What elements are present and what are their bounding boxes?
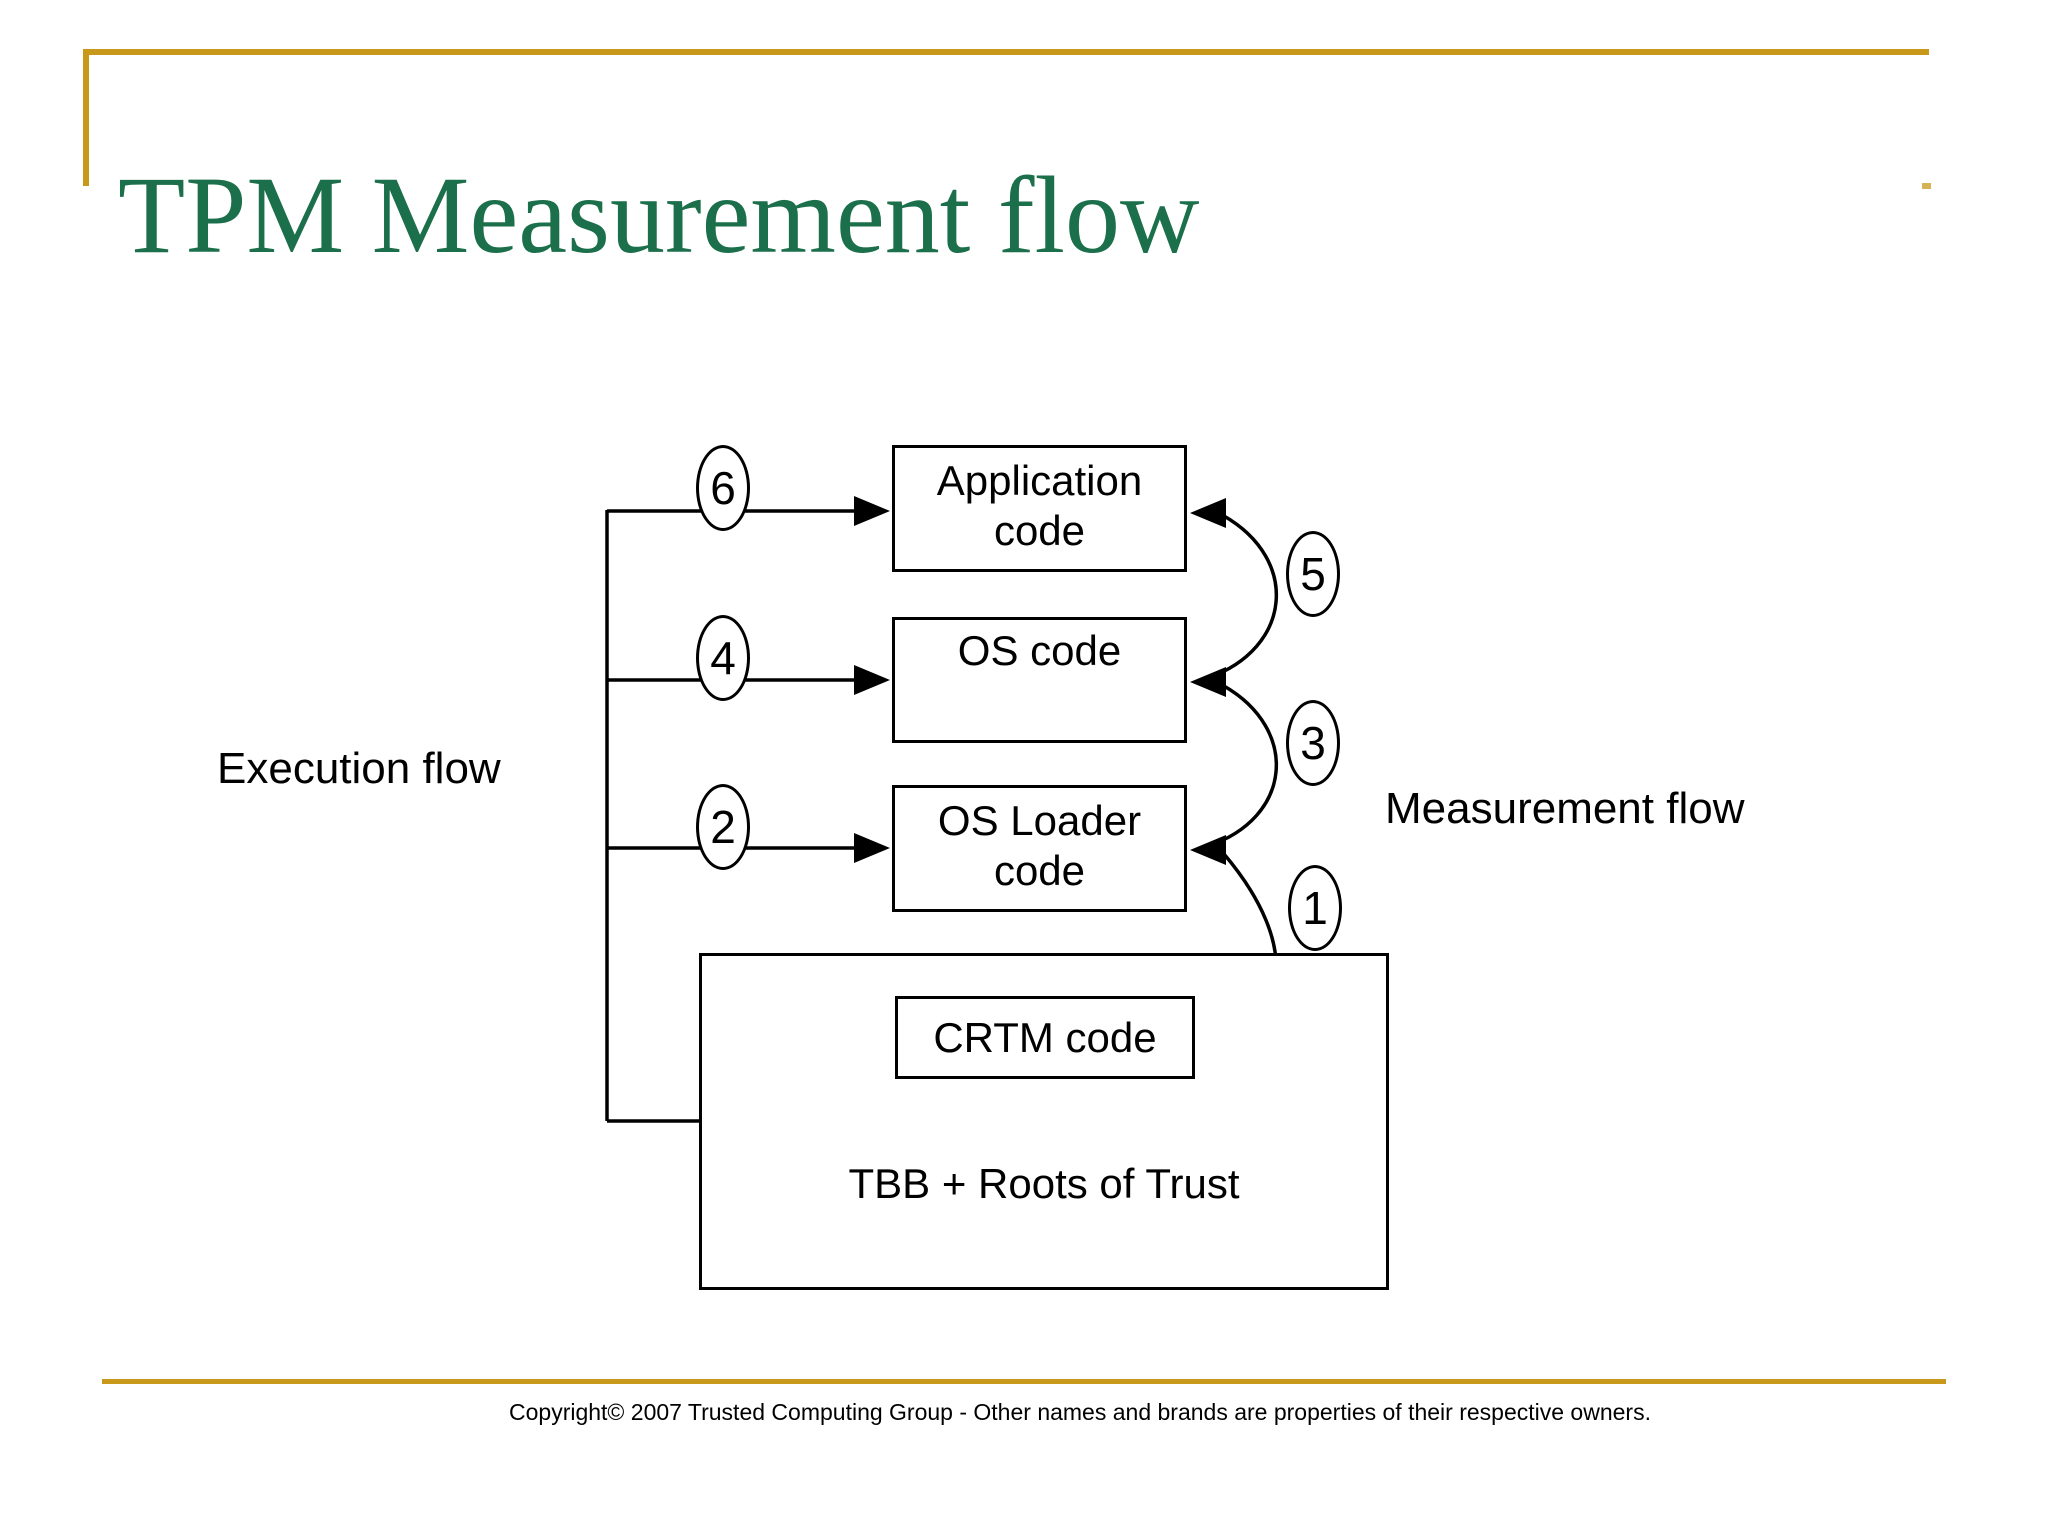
bottom-rule <box>102 1379 1946 1384</box>
arrowhead-step5 <box>1190 498 1226 528</box>
measurement-flow-label: Measurement flow <box>1385 784 1745 833</box>
arrowhead-step1 <box>1190 835 1226 865</box>
crtm-label: CRTM code <box>933 1013 1157 1061</box>
arrowhead-step3 <box>1190 667 1226 697</box>
measurement-step-badge-5: 5 <box>1286 531 1340 617</box>
execution-step-badge-2: 2 <box>696 784 750 870</box>
crtm-code-box: CRTM code <box>895 996 1195 1079</box>
arrowhead-step2 <box>854 833 890 863</box>
page-title: TPM Measurement flow <box>118 153 1200 276</box>
tbb-label: TBB + Roots of Trust <box>848 1160 1240 1208</box>
measurement-step-badge-3: 3 <box>1286 700 1340 786</box>
left-rule <box>83 49 89 186</box>
arrowhead-step6 <box>854 496 890 526</box>
application-code-box: Application code <box>892 445 1187 572</box>
top-rule <box>85 49 1929 55</box>
arrowhead-step4 <box>854 665 890 695</box>
execution-flow-label: Execution flow <box>217 744 501 793</box>
os-loader-code-box: OS Loader code <box>892 785 1187 912</box>
arc-step5 <box>1207 514 1279 680</box>
os-code-box: OS code <box>892 617 1187 743</box>
execution-step-badge-4: 4 <box>696 615 750 701</box>
execution-step-badge-6: 6 <box>696 445 750 531</box>
gold-speck <box>1922 183 1931 189</box>
measurement-step-badge-1: 1 <box>1288 865 1342 951</box>
arc-step3 <box>1207 684 1279 848</box>
copyright-text: Copyright© 2007 Trusted Computing Group … <box>509 1399 1651 1425</box>
